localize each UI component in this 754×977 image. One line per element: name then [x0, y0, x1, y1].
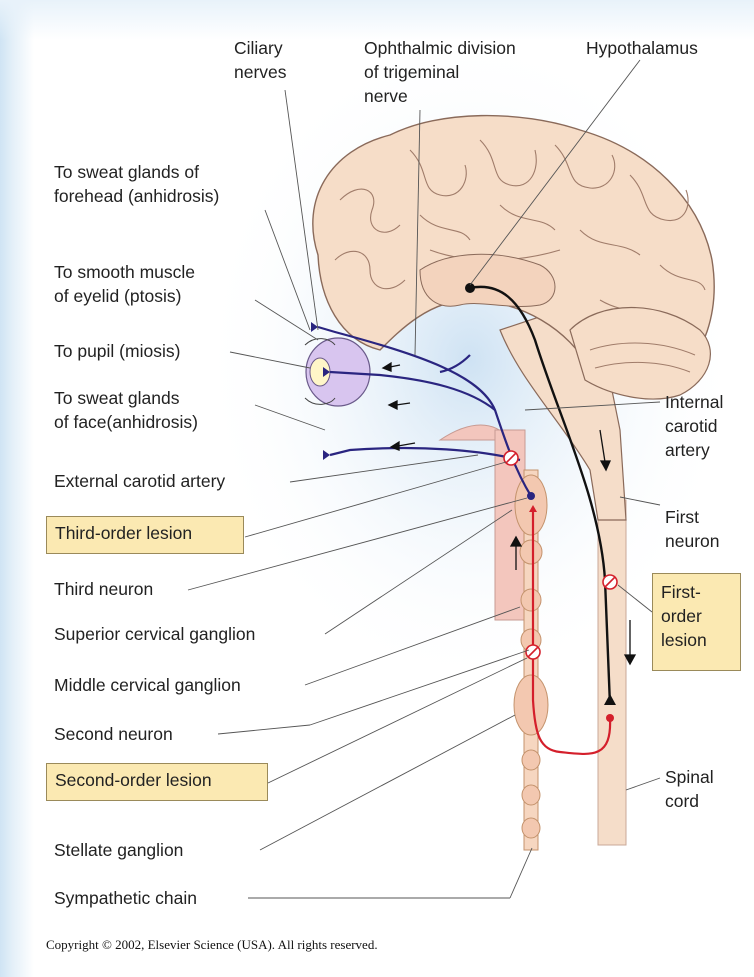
label-sweat-face-line2: of face(anhidrosis)	[54, 410, 198, 434]
label-sympathetic-chain: Sympathetic chain	[54, 886, 197, 910]
label-smooth-muscle: To smooth muscle of eyelid (ptosis)	[54, 260, 195, 308]
label-internal-carotid-line2: carotid	[665, 414, 723, 438]
label-ciliary-nerves-line1: Ciliary	[234, 36, 287, 60]
label-first-neuron: First neuron	[665, 505, 720, 553]
label-internal-carotid-line1: Internal	[665, 390, 723, 414]
label-hypothalamus: Hypothalamus	[586, 36, 698, 60]
second-order-lesion-box: Second-order lesion	[46, 763, 268, 801]
label-third-neuron: Third neuron	[54, 577, 153, 601]
label-middle-cervical-ganglion: Middle cervical ganglion	[54, 673, 241, 697]
label-ciliary-nerves-line2: nerves	[234, 60, 287, 84]
label-ophthalmic-division: Ophthalmic division of trigeminal nerve	[364, 36, 516, 108]
first-order-lesion-box: First- order lesion	[652, 573, 741, 671]
label-sweat-forehead-line2: forehead (anhidrosis)	[54, 184, 219, 208]
label-internal-carotid-artery: Internal carotid artery	[665, 390, 723, 462]
label-spinal-cord-line2: cord	[665, 789, 714, 813]
label-ciliary-nerves: Ciliary nerves	[234, 36, 287, 84]
label-sweat-forehead-line1: To sweat glands of	[54, 160, 219, 184]
label-second-neuron: Second neuron	[54, 722, 173, 746]
label-superior-cervical-ganglion: Superior cervical ganglion	[54, 622, 255, 646]
label-first-neuron-line1: First	[665, 505, 720, 529]
third-order-lesion-box: Third-order lesion	[46, 516, 244, 554]
label-ophthalmic-line3: nerve	[364, 84, 516, 108]
label-sweat-face: To sweat glands of face(anhidrosis)	[54, 386, 198, 434]
first-order-lesion-line2: order	[661, 604, 732, 628]
label-external-carotid: External carotid artery	[54, 469, 225, 493]
label-stellate-ganglion: Stellate ganglion	[54, 838, 183, 862]
label-internal-carotid-line3: artery	[665, 438, 723, 462]
label-smooth-muscle-line2: of eyelid (ptosis)	[54, 284, 195, 308]
label-ophthalmic-line1: Ophthalmic division	[364, 36, 516, 60]
label-sweat-forehead: To sweat glands of forehead (anhidrosis)	[54, 160, 219, 208]
third-neuron-soma	[527, 492, 535, 500]
label-ophthalmic-line2: of trigeminal	[364, 60, 516, 84]
label-first-neuron-line2: neuron	[665, 529, 720, 553]
first-order-lesion-line1: First-	[661, 580, 732, 604]
label-spinal-cord-line1: Spinal	[665, 765, 714, 789]
first-order-lesion-line3: lesion	[661, 628, 732, 652]
label-smooth-muscle-line1: To smooth muscle	[54, 260, 195, 284]
label-pupil: To pupil (miosis)	[54, 339, 180, 363]
label-sweat-face-line1: To sweat glands	[54, 386, 198, 410]
label-spinal-cord: Spinal cord	[665, 765, 714, 813]
copyright-notice: Copyright © 2002, Elsevier Science (USA)…	[46, 937, 378, 953]
